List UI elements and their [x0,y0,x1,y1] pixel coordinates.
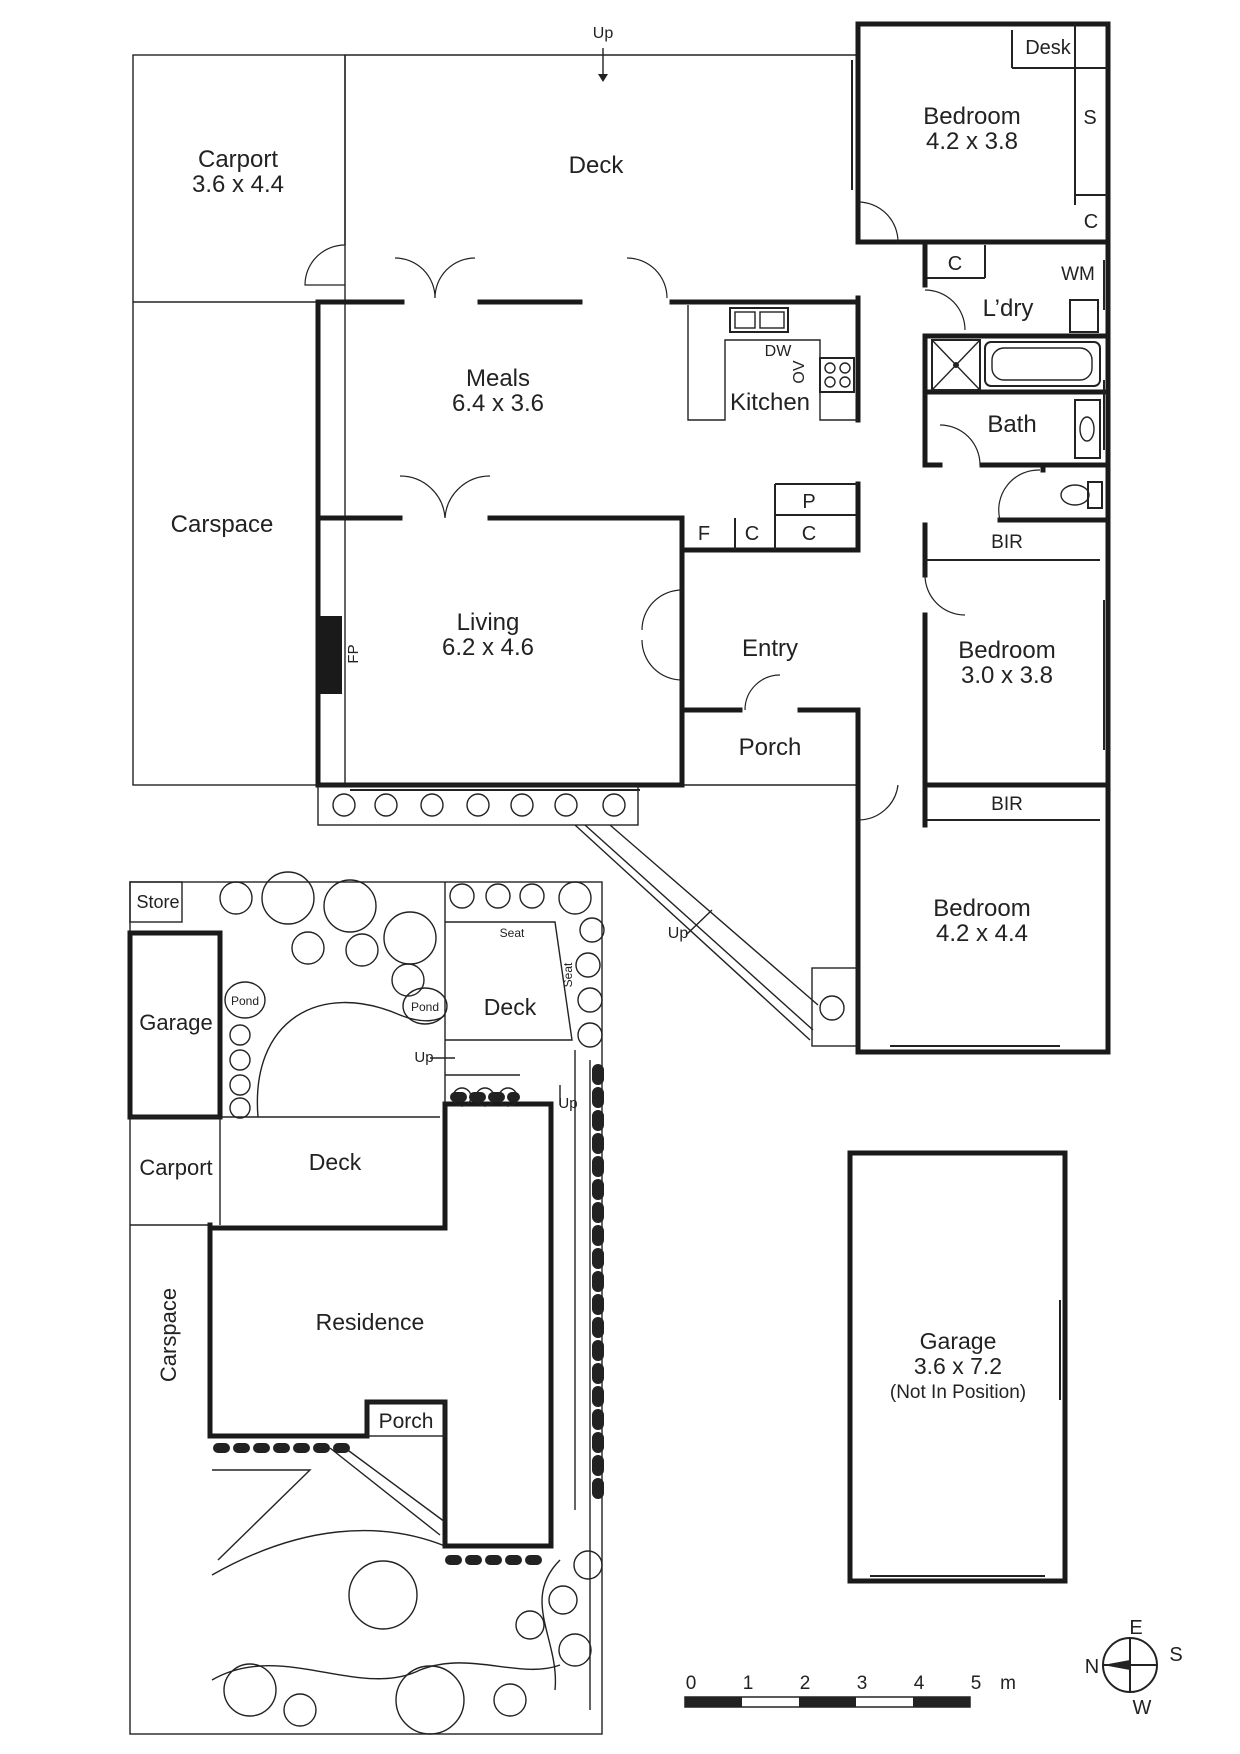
label-c-hall2: C [802,523,816,545]
site-up-2: Up [558,1095,577,1112]
site-deck-side: Deck [309,1149,362,1175]
room-carport-name: Carport [198,146,278,173]
label-ov: OV [791,360,808,383]
garage-name: Garage [920,1328,997,1354]
site-plan [127,871,605,1735]
detached-garage: Garage 3.6 x 7.2 (Not In Position) [847,1150,1068,1584]
site-pond-2: Pond [411,1000,439,1014]
scale-bar: 0 1 2 3 4 5 m [684,1673,1016,1708]
compass-e: E [1129,1617,1142,1639]
room-living-name: Living [457,609,520,636]
label-desk: Desk [1025,37,1072,59]
house-labels: Up Deck Carport 3.6 x 4.4 Bedroom 4.2 x … [171,25,1099,947]
room-carport-dim: 3.6 x 4.4 [192,171,284,198]
room-kitchen: Kitchen [730,389,810,416]
room-bedroom2-name: Bedroom [958,637,1055,664]
site-seat-2: Seat [561,962,575,987]
site-carspace: Carspace [156,1288,181,1382]
site-labels: Store Garage Pond Pond Deck Seat Seat Up… [136,892,577,1433]
label-bir2: BIR [991,794,1023,815]
room-meals-name: Meals [466,365,530,392]
up-label-path: Up [668,925,689,942]
compass-n: N [1085,1656,1099,1678]
site-porch: Porch [379,1410,434,1433]
label-p: P [802,491,815,513]
house-plan [132,21,1111,1055]
site-garage: Garage [139,1010,212,1035]
room-bedroom3-name: Bedroom [933,895,1030,922]
room-meals-dim: 6.4 x 3.6 [452,390,544,417]
label-s: S [1083,107,1096,129]
room-bedroom2-dim: 3.0 x 3.8 [961,662,1053,689]
label-dw: DW [765,343,793,360]
label-wm: WM [1061,264,1095,285]
compass-s: S [1169,1644,1182,1666]
room-deck-top: Deck [569,152,625,179]
room-bedroom1-name: Bedroom [923,103,1020,130]
room-porch: Porch [739,734,802,761]
scale-tick-4: 4 [914,1673,925,1694]
scale-unit: m [1000,1673,1016,1694]
room-bedroom3-dim: 4.2 x 4.4 [936,920,1028,947]
label-f: F [698,523,710,545]
scale-tick-1: 1 [743,1673,754,1694]
label-fp: FP [345,644,362,663]
scale-tick-3: 3 [857,1673,868,1694]
up-label-top: Up [593,25,614,42]
site-seat-1: Seat [500,926,525,940]
site-deck-rear: Deck [484,994,537,1020]
label-c-bed1: C [1084,211,1098,233]
garage-dim: 3.6 x 7.2 [914,1353,1002,1379]
room-entry: Entry [742,635,798,662]
room-bedroom1-dim: 4.2 x 3.8 [926,128,1018,155]
garage-note: (Not In Position) [890,1382,1026,1403]
label-bir1: BIR [991,532,1023,553]
site-carport: Carport [139,1155,212,1180]
compass-icon: N E S W [1085,1617,1183,1719]
room-living-dim: 6.2 x 4.6 [442,634,534,661]
scale-tick-0: 0 [686,1673,697,1694]
site-pond-1: Pond [231,994,259,1008]
site-residence: Residence [316,1309,425,1335]
front-planter [317,784,859,1047]
label-c-ldry: C [948,253,962,275]
site-up-1: Up [414,1049,433,1066]
scale-tick-5: 5 [971,1673,982,1694]
room-laundry: L’dry [983,295,1034,322]
label-c-hall1: C [745,523,759,545]
room-bath: Bath [987,411,1036,438]
site-store: Store [136,892,179,912]
scale-tick-2: 2 [800,1673,811,1694]
compass-w: W [1133,1697,1152,1719]
room-carspace: Carspace [171,511,274,538]
